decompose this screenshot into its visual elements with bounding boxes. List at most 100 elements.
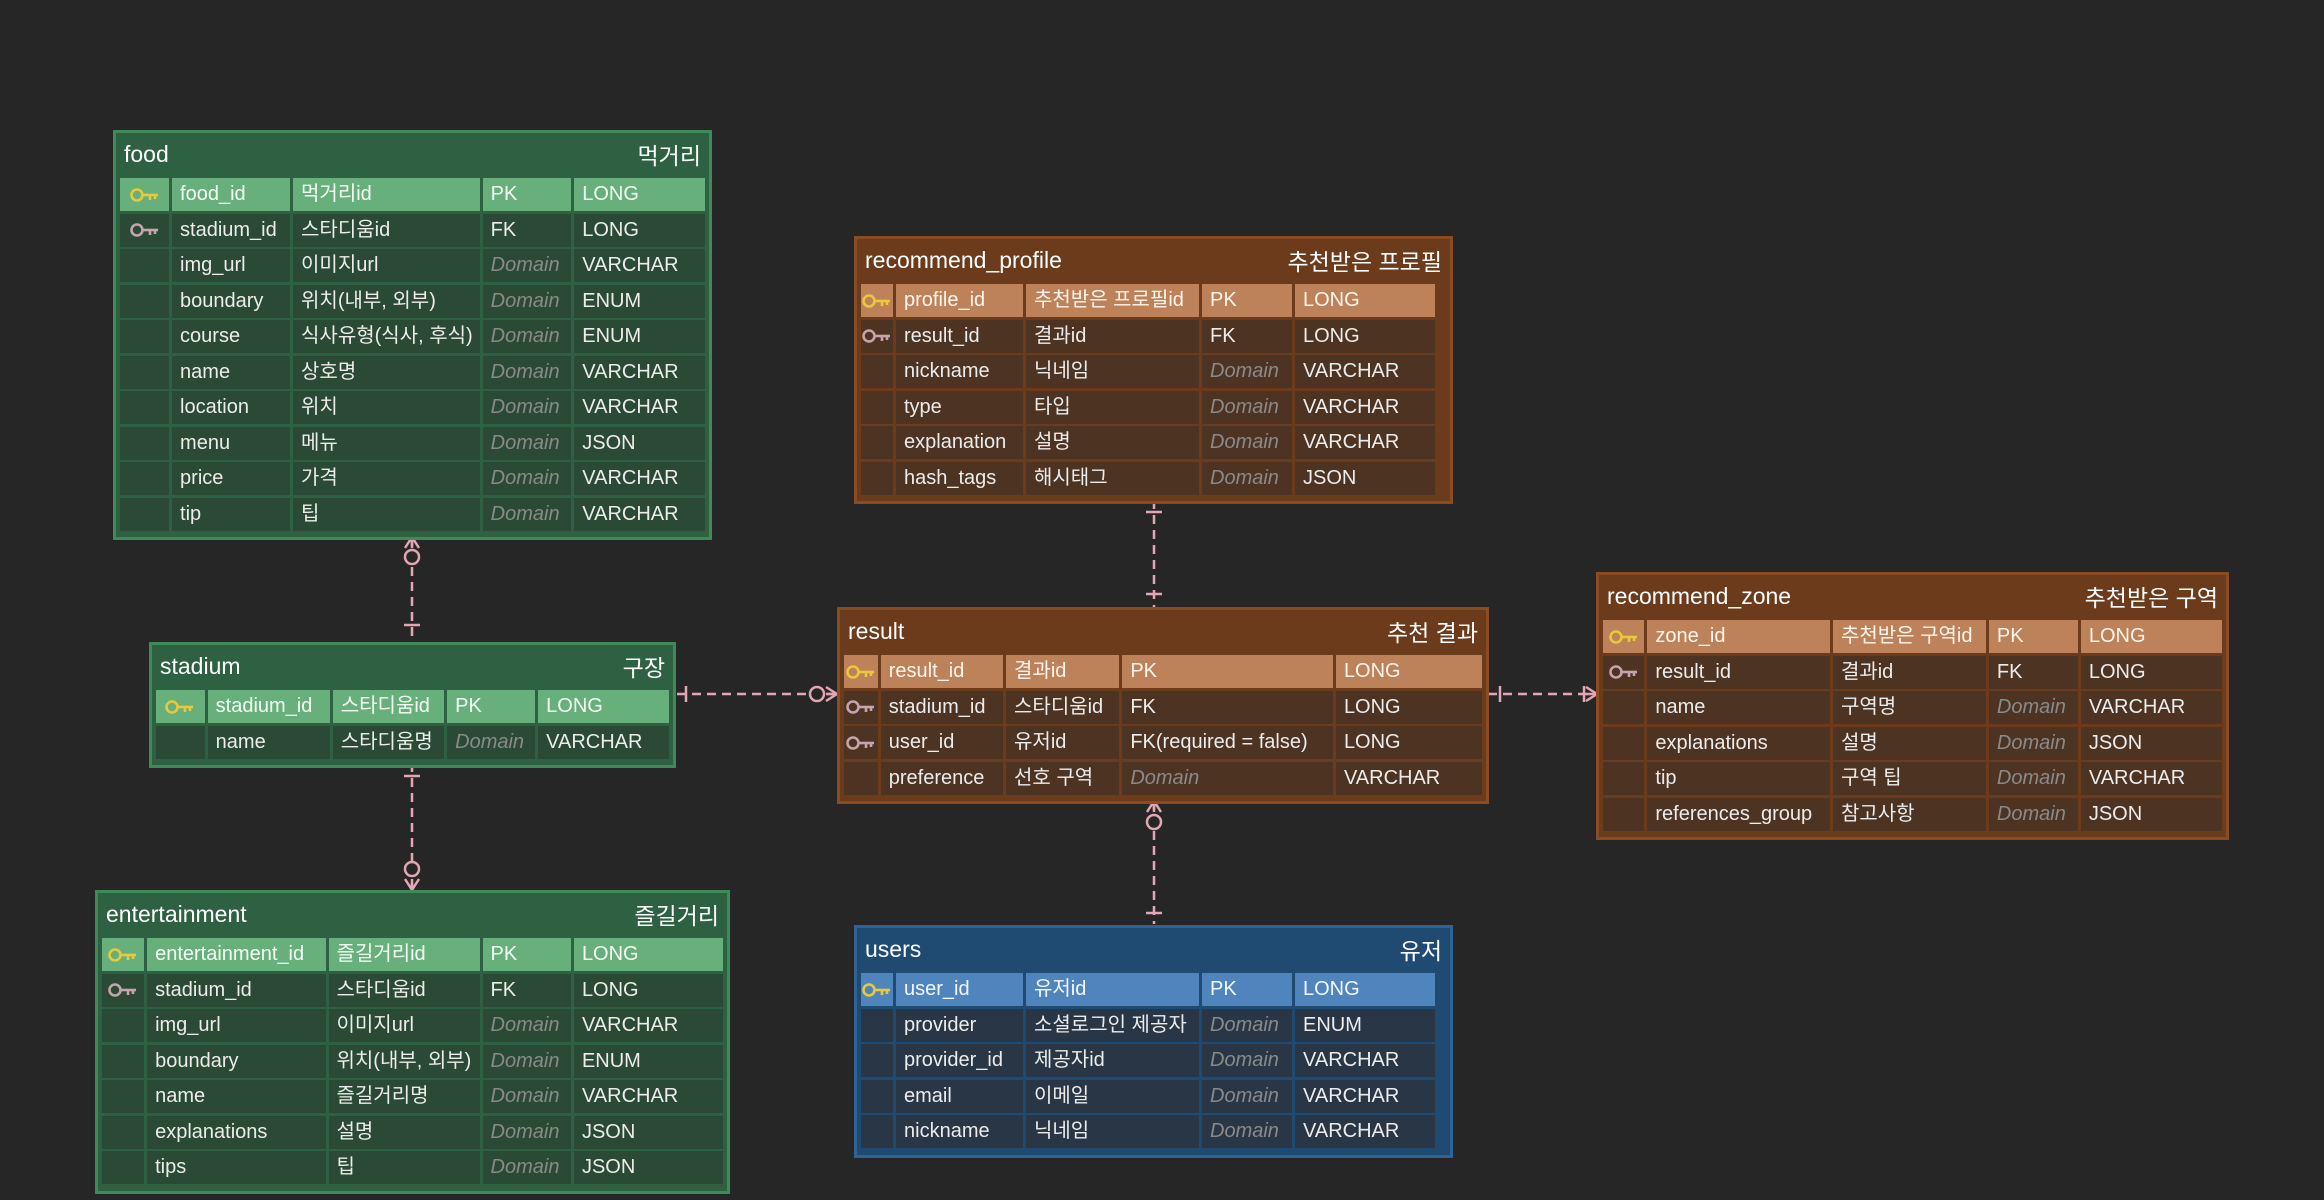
column-constraint: PK [482,178,572,211]
column-constraint: Domain [482,462,572,495]
column-description: 가격 [293,462,480,495]
column-constraint: Domain [1202,1008,1292,1042]
key-slot [861,1008,893,1042]
table-label: 추천받은 프로필 [1287,249,1442,275]
table-name: recommend_profile [865,246,1062,273]
column-type: VARCHAR [574,249,705,282]
table-name: result [848,617,905,644]
column-description: 이메일 [1026,1079,1199,1113]
column-description: 추천받은 구역id [1832,620,1986,653]
foreign-key-icon [1603,655,1645,689]
table-name: stadium [160,652,241,679]
key-slot [102,1044,145,1078]
column-name: user_id [896,973,1023,1006]
primary-key-icon [120,178,170,211]
column-constraint: Domain [447,725,536,759]
column-type: LONG [2080,655,2222,689]
column-description: 상호명 [293,355,480,389]
column-type: JSON [573,1151,723,1184]
column-description: 이미지url [328,1009,480,1042]
column-type: VARCHAR [574,462,705,495]
table-label: 구장 [622,655,665,681]
column-type: ENUM [574,320,705,353]
key-slot [1603,691,1645,724]
table-label: 즐길거리 [634,903,719,929]
key-slot [1603,797,1645,831]
key-slot [102,1080,145,1113]
table-header[interactable]: recommend_profile 추천받은 프로필 [857,239,1450,281]
column-name: price [172,462,291,495]
key-slot [861,1044,893,1077]
key-slot [120,497,170,531]
column-description: 팁 [328,1151,480,1184]
column-name: type [896,390,1023,424]
column-description: 즐길거리명 [328,1080,480,1113]
column-type: ENUM [1295,1008,1435,1042]
key-slot [120,284,170,318]
table-header[interactable]: stadium 구장 [152,645,673,687]
column-constraint: PK [1202,973,1292,1006]
column-name: nickname [896,355,1023,388]
column-type: VARCHAR [1335,761,1483,795]
column-description: 결과id [1832,655,1986,689]
key-slot [861,426,893,459]
column-type: VARCHAR [1295,1115,1435,1148]
column-type: JSON [2080,726,2222,760]
key-slot [861,1115,893,1148]
column-name: tip [1647,762,1830,795]
